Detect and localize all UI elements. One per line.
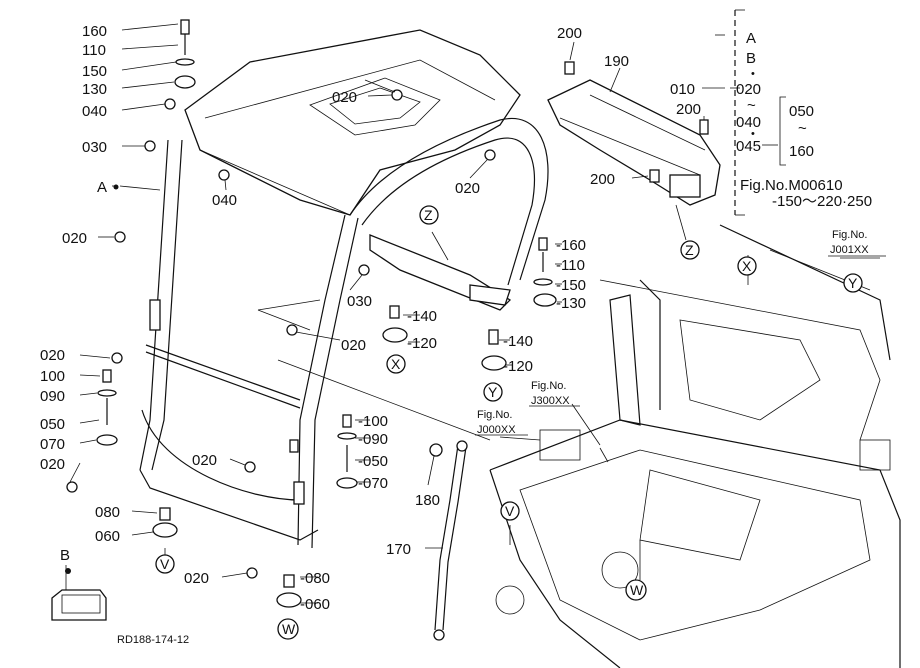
label-020-roof: 020 <box>332 89 357 106</box>
fig-ref-j000-code: J000XX <box>477 424 516 436</box>
range-020: 020 <box>736 81 761 98</box>
callout-Z-a: Z <box>424 207 433 223</box>
label-090: 090 <box>40 388 65 405</box>
fig-ref-j300-code: J300XX <box>531 395 570 407</box>
label-040-b: 040 <box>212 192 237 209</box>
label-d060: -060 <box>300 596 330 613</box>
fig-ref-j000-label: Fig.No. <box>477 409 512 421</box>
label-160: 160 <box>82 23 107 40</box>
callout-V-b: V <box>505 503 515 519</box>
fig-ref-j001-code: J001XX <box>830 244 869 256</box>
label-030: 030 <box>82 139 107 156</box>
support-bar-170 <box>434 444 459 631</box>
cover-190-drawing <box>547 79 721 206</box>
label-110: 110 <box>82 42 106 59</box>
label-180: 180 <box>415 492 440 509</box>
callout-W-b: W <box>630 582 644 598</box>
label-d120-a: -120 <box>407 335 437 352</box>
label-d090: -090 <box>358 431 388 448</box>
floor-base-drawing <box>489 224 901 668</box>
label-d080: -080 <box>300 570 330 587</box>
label-170: 170 <box>386 541 411 558</box>
label-d140-a: -140 <box>407 308 437 325</box>
label-030-b: 030 <box>347 293 372 310</box>
range-dot: • <box>751 68 755 80</box>
label-d160: -160 <box>556 237 586 254</box>
range-050: 050 <box>789 103 814 120</box>
range-160: 160 <box>789 143 814 160</box>
label-080: 080 <box>95 504 120 521</box>
figure-refs: Fig.No. J001XX Fig.No. J300XX Fig.No. J0… <box>475 229 886 436</box>
label-020-c: 020 <box>455 180 480 197</box>
callout-V-a: V <box>160 556 170 572</box>
label-050: 050 <box>40 416 65 433</box>
label-d120-b: -120 <box>503 358 533 375</box>
circled-callouts: Z Z X X Y Y V V W W <box>155 205 863 640</box>
leader-lines <box>65 23 880 604</box>
part-labels: 160 110 150 130 040 030 A 020 040 020 02… <box>40 23 701 613</box>
label-020-g: 020 <box>192 452 217 469</box>
figure-code: RD188-174-12 <box>117 634 189 646</box>
label-d070: -070 <box>358 475 388 492</box>
fig-ref-j300-label: Fig.No. <box>531 380 566 392</box>
label-d150: -150 <box>556 277 586 294</box>
label-190: 190 <box>604 53 629 70</box>
label-200-a: 200 <box>557 25 582 42</box>
fig-ref-j001-label: Fig.No. <box>832 229 867 241</box>
label-020-f: 020 <box>40 456 65 473</box>
range-040: 040 <box>736 114 761 131</box>
label-100: 100 <box>40 368 65 385</box>
callout-W-a: W <box>282 621 296 637</box>
range-045: 045 <box>736 138 761 155</box>
label-020-h: 020 <box>184 570 209 587</box>
range-dot-2: • <box>751 128 755 140</box>
fig-m00610-label: Fig.No.M00610 <box>740 177 843 194</box>
callout-Y-b: Y <box>848 275 858 291</box>
callout-X-b: X <box>742 258 752 274</box>
range-bracket <box>779 96 786 166</box>
range-A: A <box>746 30 756 47</box>
range-tilde-1: ~ <box>747 97 756 114</box>
label-200-c: 200 <box>590 171 615 188</box>
label-A: A <box>97 179 107 196</box>
label-040: 040 <box>82 103 107 120</box>
label-020-e: 020 <box>40 347 65 364</box>
callout-Z-b: Z <box>685 242 694 258</box>
fig-m00610-values: -150～220·250 <box>772 193 872 210</box>
label-060: 060 <box>95 528 120 545</box>
label-150: 150 <box>82 63 107 80</box>
label-d110: -110 <box>556 257 585 274</box>
bolts <box>66 89 496 579</box>
label-d130: -130 <box>556 295 586 312</box>
label-B: B <box>60 547 70 564</box>
label-d140-b: -140 <box>503 333 533 350</box>
canopy-frame <box>139 29 549 549</box>
label-d050: -050 <box>358 453 388 470</box>
label-d100: -100 <box>358 413 388 430</box>
callout-Y-a: Y <box>488 384 498 400</box>
hardware-left <box>96 19 709 608</box>
inset-b-part <box>51 568 107 621</box>
range-list: A B • 020 ~ 040 • 045 050 ~ 160 Fig.No.M… <box>736 30 872 210</box>
range-B: B <box>746 50 756 67</box>
label-020-d: 020 <box>341 337 366 354</box>
label-200-b: 200 <box>676 101 701 118</box>
label-010: 010 <box>670 81 695 98</box>
callout-X-a: X <box>391 356 401 372</box>
range-tilde-2: ~ <box>798 120 807 137</box>
label-020-a: 020 <box>62 230 87 247</box>
label-130: 130 <box>82 81 107 98</box>
label-070: 070 <box>40 436 65 453</box>
